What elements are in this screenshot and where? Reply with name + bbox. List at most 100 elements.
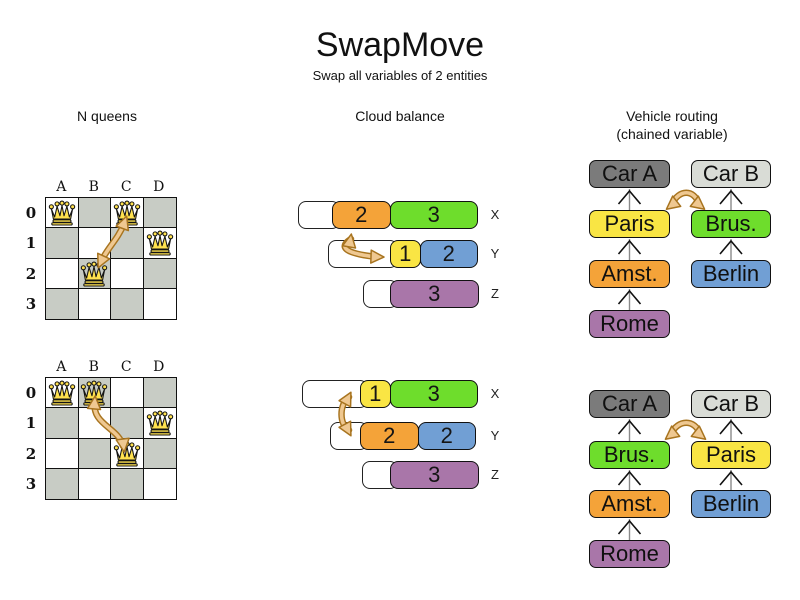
board-cell-B3: [78, 468, 111, 499]
queen-icon: [146, 410, 173, 436]
board-cell-A1: [46, 228, 79, 259]
board-cell-D2: [143, 258, 176, 289]
cloud-process-segment: 3: [390, 280, 479, 308]
queen-icon: [81, 380, 108, 406]
board-row-label-0: 0: [25, 384, 37, 402]
vr-node-cara: Car A: [589, 160, 670, 188]
cloud-row-label-Y: Y: [490, 246, 500, 261]
page-subtitle: Swap all variables of 2 entities: [312, 68, 488, 83]
vr-node-cara: Car A: [589, 390, 670, 418]
board-cell-D1: [143, 408, 176, 439]
board-row-label-1: 1: [25, 414, 37, 433]
vr-node-paris: Paris: [589, 210, 670, 238]
board-cell-D2: [143, 438, 176, 469]
cloud-process-segment: 2: [332, 201, 391, 229]
chain-arrow: [719, 189, 743, 210]
board-row-label-3: 3: [25, 474, 37, 493]
board-cell-D3: [143, 468, 176, 499]
vr-node-paris: Paris: [691, 441, 771, 469]
board-cell-C3: [111, 468, 144, 499]
board-cell-A3: [46, 288, 79, 319]
board-cell-C2: [111, 438, 144, 469]
board-row-label-0: 0: [25, 204, 37, 222]
cloud-process-segment: 3: [389, 201, 478, 229]
board-cell-A1: [46, 408, 79, 439]
cloud-process-segment: 2: [360, 422, 419, 450]
board-cell-D1: [143, 228, 176, 259]
section-label-vehicle: Vehicle routing (chained variable): [590, 108, 754, 143]
vr-node-rome: Rome: [589, 540, 670, 568]
cloud-process-segment: 1: [390, 240, 421, 268]
nqueens-board-after: [45, 377, 177, 500]
board-cell-C2: [111, 258, 144, 289]
vr-node-brus: Brus.: [589, 441, 670, 469]
vehicle-label-line1: Vehicle routing: [626, 108, 718, 124]
vr-node-rome: Rome: [589, 310, 670, 338]
chain-arrow: [617, 189, 642, 210]
board-cell-D0: [143, 198, 176, 229]
vr-node-berlin: Berlin: [691, 490, 771, 518]
board-cell-B2: [78, 438, 111, 469]
queen-icon: [48, 380, 75, 406]
vr-node-amst: Amst.: [589, 260, 670, 288]
board-col-label-B: B: [88, 179, 99, 195]
board-row-label-2: 2: [25, 264, 37, 283]
board-col-label-B: B: [88, 359, 99, 375]
section-label-cloud: Cloud balance: [355, 108, 445, 124]
chain-arrow: [617, 289, 642, 310]
board-col-label-D: D: [153, 359, 165, 375]
board-cell-A0: [46, 198, 79, 229]
board-col-label-C: C: [120, 179, 132, 195]
chain-arrow: [719, 419, 743, 441]
queen-icon: [146, 230, 173, 256]
cloud-row-label-X: X: [490, 207, 500, 222]
board-cell-B0: [78, 378, 111, 409]
chain-arrow: [719, 239, 743, 260]
vehicle-label-line2: (chained variable): [616, 125, 728, 142]
board-cell-D3: [143, 288, 176, 319]
vr-node-amst: Amst.: [589, 490, 670, 518]
board-cell-C0: [111, 198, 144, 229]
board-cell-D0: [143, 378, 176, 409]
queen-icon: [81, 261, 108, 287]
board-cell-B0: [78, 198, 111, 229]
cloud-process-segment: 2: [417, 422, 476, 450]
vr-node-carb: Car B: [691, 160, 771, 188]
queen-icon: [48, 200, 75, 226]
board-cell-A2: [46, 258, 79, 289]
board-cell-C1: [111, 408, 144, 439]
board-cell-A0: [46, 378, 79, 409]
board-cell-B3: [78, 288, 111, 319]
cloud-process-segment: 3: [390, 461, 479, 489]
chain-arrow: [719, 470, 743, 490]
cloud-process-segment: 1: [360, 380, 391, 408]
cloud-row-label-Z: Z: [491, 286, 499, 301]
vr-node-brus: Brus.: [691, 210, 771, 238]
board-cell-A2: [46, 438, 79, 469]
board-col-label-A: A: [56, 359, 67, 375]
nqueens-board-before: [45, 197, 177, 320]
cloud-row-capacity-X: [302, 380, 368, 408]
cloud-process-segment: 2: [419, 240, 478, 268]
board-cell-B2: [78, 258, 111, 289]
cloud-row-label-Y: Y: [490, 428, 500, 443]
vr-node-berlin: Berlin: [691, 260, 771, 288]
chain-arrow: [617, 519, 642, 540]
board-cell-A3: [46, 468, 79, 499]
board-col-label-A: A: [56, 179, 67, 195]
board-cell-B1: [78, 408, 111, 439]
board-cell-B1: [78, 228, 111, 259]
board-col-label-D: D: [153, 179, 165, 195]
chain-arrow: [617, 419, 642, 441]
vr-node-carb: Car B: [691, 390, 771, 418]
board-row-label-3: 3: [25, 294, 37, 313]
cloud-row-capacity-Y: [328, 240, 398, 268]
board-row-label-2: 2: [25, 444, 37, 463]
chain-arrow: [617, 470, 642, 490]
section-label-nqueens: N queens: [77, 108, 137, 124]
board-cell-C3: [111, 288, 144, 319]
board-cell-C1: [111, 228, 144, 259]
queen-icon: [113, 200, 140, 226]
chain-arrow: [617, 239, 642, 260]
